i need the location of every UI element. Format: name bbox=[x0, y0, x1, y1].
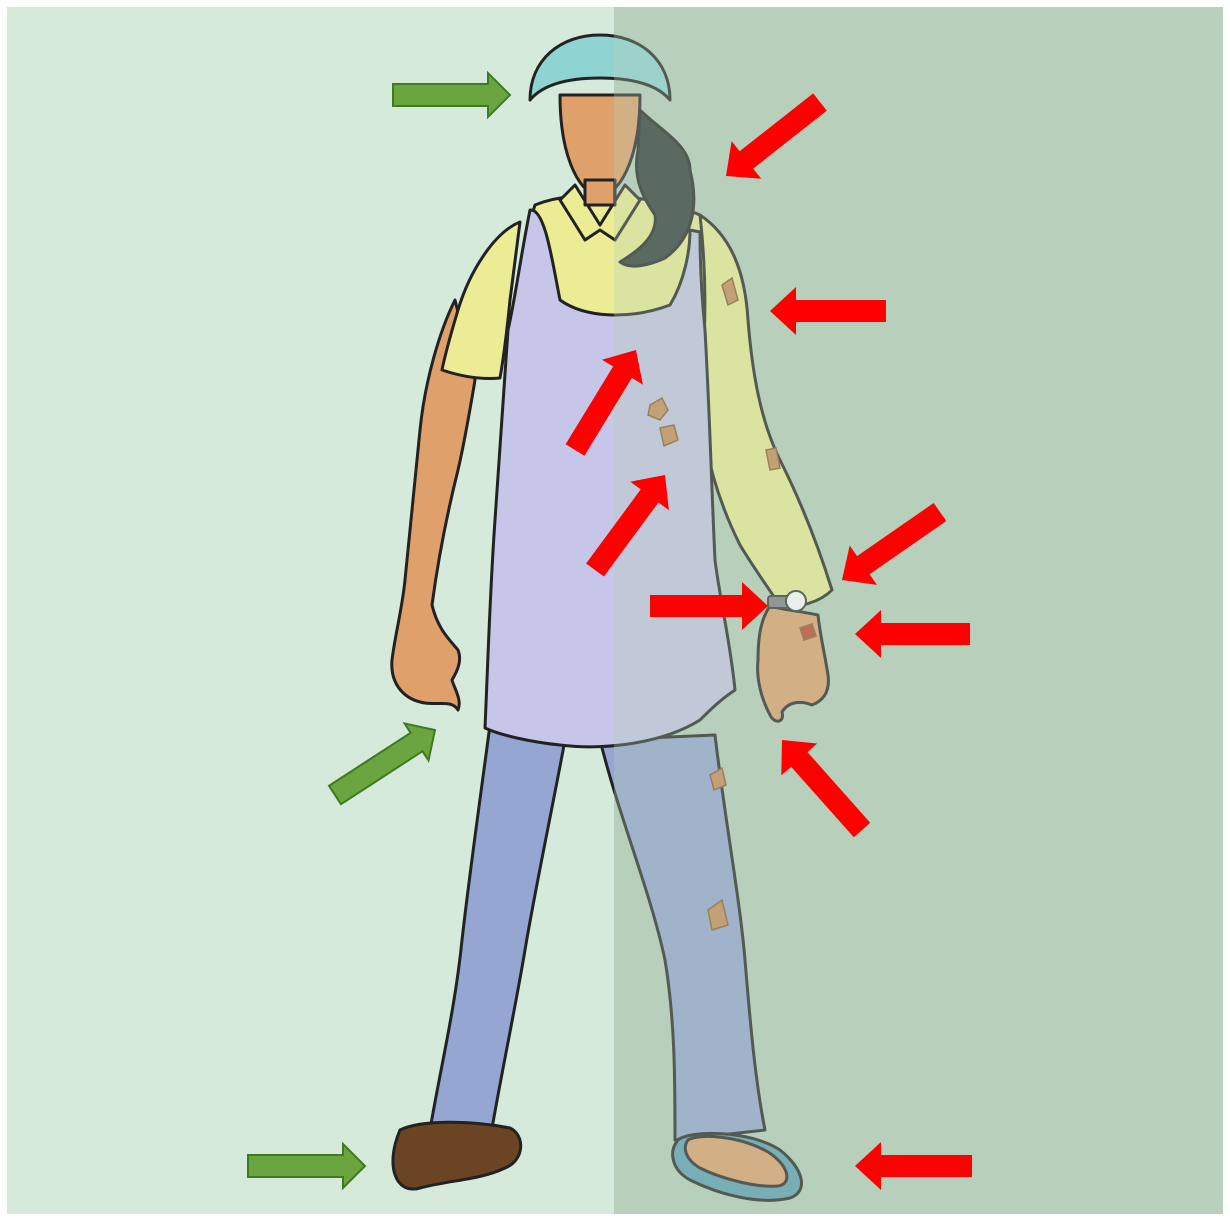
neck bbox=[585, 180, 615, 205]
